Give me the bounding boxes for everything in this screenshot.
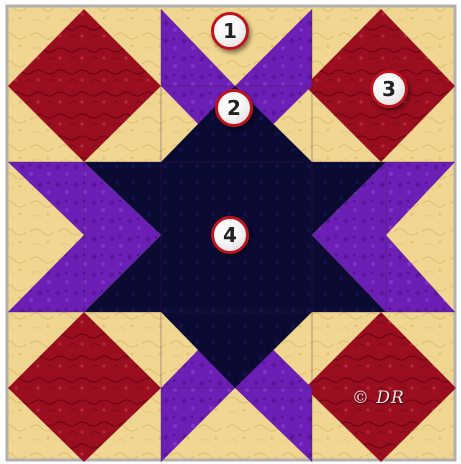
marker-label: 3 [382,77,396,101]
number-marker-4: 4 [211,216,249,254]
marker-label: 1 [223,19,237,43]
signature-mark: © DR [352,388,405,408]
number-marker-2: 2 [215,89,253,127]
marker-label: 2 [227,96,241,120]
marker-label: 4 [223,223,237,247]
number-marker-3: 3 [370,70,408,108]
number-marker-1: 1 [211,12,249,50]
